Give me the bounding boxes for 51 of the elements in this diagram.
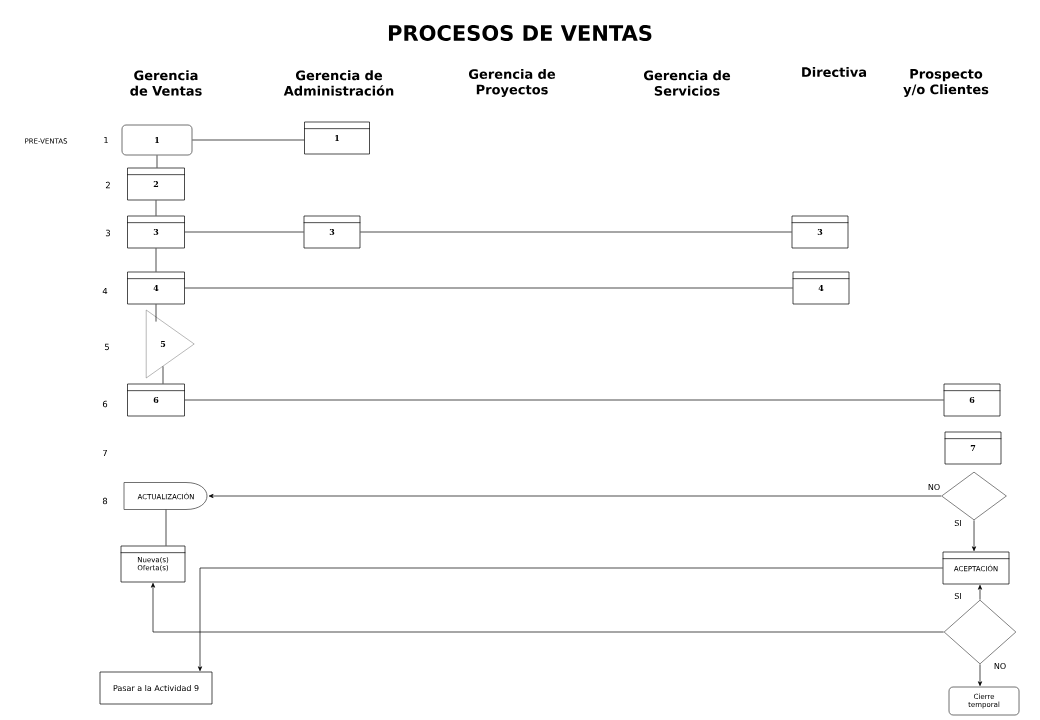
- arrow: [977, 584, 983, 600]
- row-number: 1: [104, 136, 108, 144]
- column-header: Gerencia de Ventas: [130, 70, 202, 96]
- row-number: 2: [105, 181, 110, 189]
- triangle: 5: [146, 309, 195, 379]
- column-header: Directiva: [802, 66, 867, 78]
- row-number: 4: [102, 287, 108, 295]
- column-header: Gerencia de Servicios: [643, 70, 731, 96]
- connector-line: [184, 287, 793, 289]
- arrow: [150, 582, 944, 633]
- connector-line: [162, 366, 164, 384]
- activity-box: 3: [126, 215, 186, 249]
- column-header: Gerencia de Proyectos: [468, 68, 556, 98]
- row-number: 6: [102, 400, 108, 408]
- activity-box: 6: [126, 383, 186, 417]
- activity-box: 4: [126, 271, 186, 305]
- activity-box: 4: [792, 271, 850, 305]
- column-header: Prospecto y/o Clientes: [903, 69, 989, 97]
- edge-label: SI: [953, 592, 963, 601]
- activity-box: 3: [303, 215, 361, 249]
- decision-diamond: [941, 471, 1007, 521]
- title: PROCESOS DE VENTAS: [389, 25, 652, 41]
- activity-box: 2: [126, 167, 186, 201]
- connector-line: [156, 155, 158, 168]
- connector-line: [184, 231, 304, 233]
- connector-line: [165, 509, 167, 546]
- process-box: Pasar a la Actividad 9: [99, 671, 213, 705]
- connector-line: [155, 200, 157, 216]
- edge-label: NO: [926, 483, 942, 492]
- rounded-box: 1: [121, 124, 193, 156]
- row-number: 8: [102, 497, 108, 505]
- connector-line: [360, 231, 792, 233]
- arrow: [977, 664, 983, 687]
- row-number: 7: [103, 449, 107, 457]
- connector-line: [184, 399, 944, 401]
- arrow: [971, 520, 977, 552]
- column-header: Gerencia de Administración: [283, 70, 394, 96]
- decision-diamond: [943, 599, 1017, 665]
- row-number: 3: [105, 229, 110, 237]
- edge-label: NO: [992, 662, 1008, 671]
- edge-label: SI: [953, 519, 963, 528]
- arrow: [208, 493, 942, 499]
- connector-line: [192, 139, 305, 141]
- activity-box: 7: [944, 431, 1002, 465]
- activity-box: 3: [791, 215, 849, 249]
- connector-line: [155, 248, 157, 272]
- activity-box: 1: [303, 121, 371, 155]
- row-number: 5: [104, 343, 109, 351]
- connector-line: [155, 304, 157, 322]
- arrow: [197, 567, 943, 672]
- activity-box: 6: [943, 383, 1001, 417]
